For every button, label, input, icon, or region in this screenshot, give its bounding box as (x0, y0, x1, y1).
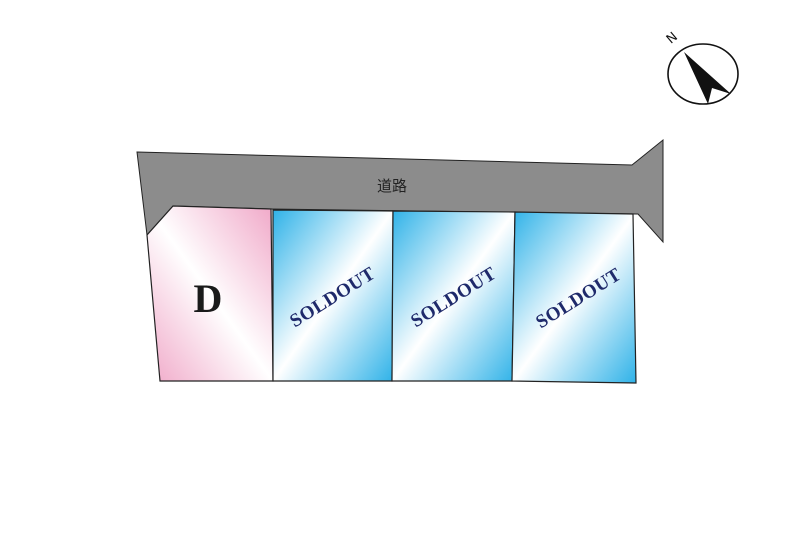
north-arrow-icon (684, 52, 731, 104)
lot-sold-1[interactable]: SOLDOUT (272, 209, 394, 382)
lot-d[interactable]: D (146, 205, 274, 382)
compass: N (664, 30, 739, 105)
lot-sold-2[interactable]: SOLDOUT (391, 210, 516, 382)
lot-d-label: D (194, 276, 223, 321)
lot-sold-3-shape (511, 211, 637, 384)
compass-north-letter: N (664, 30, 681, 48)
road-label: 道路 (377, 177, 407, 195)
lot-sold-3[interactable]: SOLDOUT (511, 211, 637, 384)
lot-d-shape (146, 205, 274, 382)
